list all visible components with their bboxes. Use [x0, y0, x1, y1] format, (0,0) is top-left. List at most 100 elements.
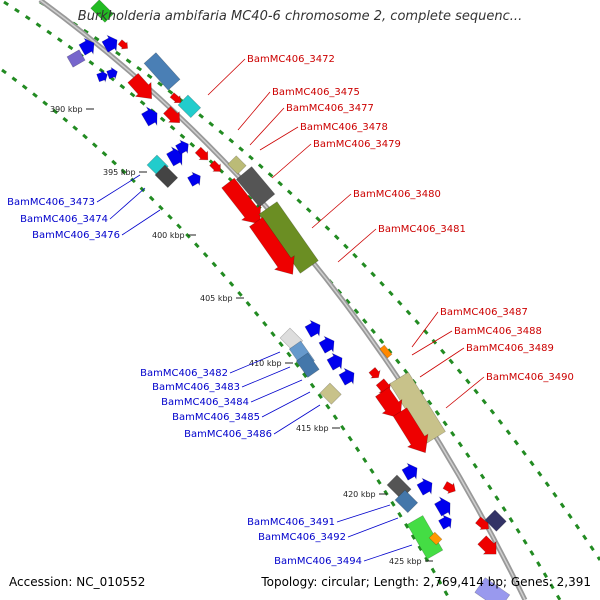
- gene-blue-3485-shape: [338, 367, 355, 386]
- gene-blue-chevron-a: [106, 66, 118, 80]
- reverse-gene-label: BamMC406_3486: [184, 429, 272, 440]
- gene-blue-3484-shape: [326, 352, 343, 371]
- gene-blue-top-a-shape: [78, 37, 95, 56]
- label-leader-line: [419, 347, 465, 378]
- gene-red-3490b: [392, 407, 429, 454]
- gene-red-right-small-shape: [442, 481, 456, 495]
- gene-red-right-b-shape: [475, 516, 490, 530]
- forward-gene-label: BamMC406_3475: [272, 87, 360, 98]
- gene-gray-3474: [154, 164, 179, 189]
- gene-lavender-bottom: [474, 577, 511, 600]
- length-label: Length:: [373, 575, 420, 589]
- map-title: Burkholderia ambifaria MC40-6 chromosome…: [77, 9, 523, 24]
- label-leader-line: [363, 544, 413, 562]
- label-leader-line: [411, 330, 453, 356]
- label-leader-line: [261, 391, 311, 418]
- gene-cyan-3477: [177, 94, 202, 119]
- gene-blue-3484: [326, 352, 343, 371]
- gene-blue-3474a-shape: [166, 146, 183, 167]
- gene-gray-3480: [235, 166, 276, 208]
- label-leader-line: [250, 379, 303, 403]
- kbp-tick-label: 405 kbp: [200, 294, 233, 303]
- gene-blue-top-b-shape: [101, 34, 118, 53]
- gene-red-3490b-shape: [392, 407, 429, 454]
- label-leader-line: [249, 107, 285, 146]
- gene-red-right-c-shape: [477, 535, 497, 555]
- label-leader-line: [237, 91, 271, 131]
- gene-blue-top-a: [78, 37, 95, 56]
- kbp-tick-label: 400 kbp: [152, 231, 185, 240]
- gene-khaki-3486: [319, 382, 342, 405]
- gene-features: [66, 0, 511, 600]
- topology-label: Topology:: [261, 575, 318, 589]
- gene-blue-chevron-a-shape: [106, 66, 118, 80]
- gene-purple-3473-shape: [66, 49, 86, 68]
- gene-blue-3474b-shape: [175, 139, 189, 155]
- gene-red-right-small: [442, 481, 456, 495]
- outer-forward-track-dots: [39, 0, 600, 561]
- reverse-gene-label: BamMC406_3494: [274, 556, 362, 567]
- gene-red-3480-shape: [221, 177, 261, 225]
- gene-blue-3474a: [166, 146, 183, 167]
- forward-gene-label: BamMC406_3487: [440, 307, 528, 318]
- label-leader-line: [336, 504, 391, 523]
- gene-blue-3476: [187, 171, 201, 187]
- gene-steelblue-3491-shape: [394, 489, 419, 514]
- forward-gene-label: BamMC406_3477: [286, 103, 374, 114]
- gene-red-3478: [163, 106, 181, 124]
- gene-blue-3485: [338, 367, 355, 386]
- accession-label: Accession:: [9, 575, 73, 589]
- gene-red-top-small: [117, 39, 128, 50]
- label-leader-line: [311, 193, 352, 229]
- gene-labels: BamMC406_3472BamMC406_3475BamMC406_3477B…: [7, 54, 574, 567]
- gene-gray-3480-shape: [235, 166, 276, 208]
- gene-red-3490a: [375, 386, 403, 419]
- gene-purple-3473: [66, 49, 86, 68]
- reverse-gene-label: BamMC406_3483: [152, 382, 240, 393]
- reverse-gene-label: BamMC406_3482: [140, 368, 228, 379]
- gene-blue-3492-shape: [434, 496, 451, 517]
- gene-blue-3492: [434, 496, 451, 517]
- forward-gene-label: BamMC406_3479: [313, 139, 401, 150]
- gene-red-3479a-shape: [194, 146, 209, 161]
- gene-blue-chevron-b-shape: [96, 69, 108, 83]
- inner-track-dots: [1, 68, 452, 600]
- gene-blue-3482: [304, 319, 321, 338]
- label-leader-line: [96, 174, 141, 203]
- gene-blue-3492b: [438, 514, 452, 530]
- label-leader-line: [273, 404, 321, 435]
- gene-red-3489: [368, 367, 381, 379]
- gene-blue-3476-shape: [187, 171, 201, 187]
- gene-red-top-small-shape: [117, 39, 128, 50]
- label-leader-line: [259, 126, 299, 151]
- gene-steelblue-3491: [394, 489, 419, 514]
- label-leader-line: [337, 228, 377, 263]
- label-leader-line: [109, 187, 146, 220]
- forward-gene-label: BamMC406_3478: [300, 122, 388, 133]
- gene-top-green: [90, 0, 114, 23]
- gene-blue-3491b-shape: [416, 477, 433, 496]
- gene-lavender-bottom-shape: [474, 577, 511, 600]
- gene-darkslate: [484, 509, 507, 532]
- kbp-tick-label: 425 kbp: [389, 557, 422, 566]
- gene-darkslate-shape: [484, 509, 507, 532]
- reverse-gene-label: BamMC406_3484: [161, 397, 249, 408]
- forward-gene-label: BamMC406_3488: [454, 326, 542, 337]
- gene-red-right-c: [477, 535, 497, 555]
- gene-red-right-b: [475, 516, 490, 530]
- gene-orange-3494-shape: [428, 531, 443, 546]
- gene-orange-3488-shape: [379, 344, 393, 359]
- genes-value: 2,391: [556, 575, 591, 589]
- reverse-gene-label: BamMC406_3476: [32, 230, 120, 241]
- label-leader-line: [271, 143, 312, 179]
- gene-blue-3482-shape: [304, 319, 321, 338]
- reverse-gene-label: BamMC406_3474: [20, 214, 108, 225]
- gene-red-3479a: [194, 146, 209, 161]
- forward-gene-label: BamMC406_3490: [486, 372, 574, 383]
- kbp-tick-label: 390 kbp: [50, 105, 83, 114]
- gene-red-3490a-shape: [375, 386, 403, 419]
- genes-label: Genes:: [510, 575, 553, 589]
- reverse-gene-label: BamMC406_3485: [172, 412, 260, 423]
